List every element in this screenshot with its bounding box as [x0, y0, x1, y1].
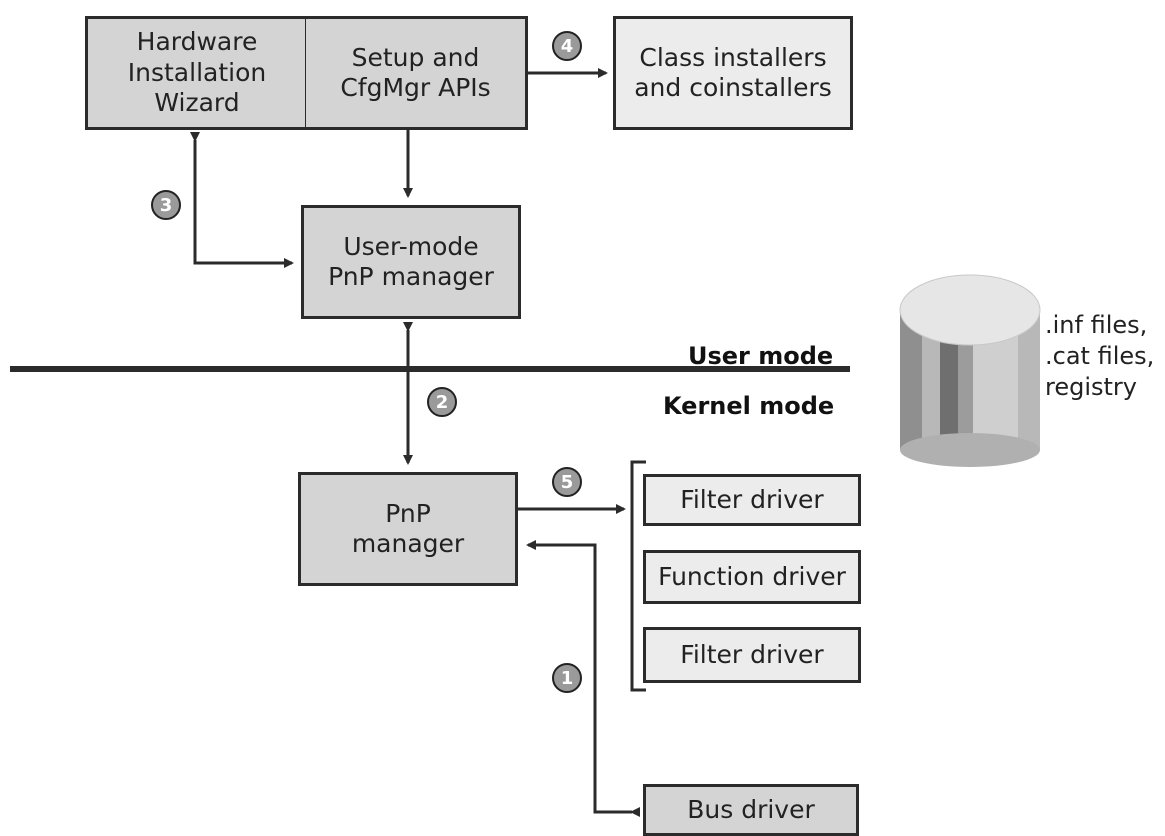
bus-driver-box: Bus driver	[643, 784, 859, 836]
function-driver-label: Function driver	[658, 561, 846, 591]
user-mode-label: User mode	[688, 342, 834, 370]
hardware-wizard-box: Hardware Installation Wizard	[85, 16, 307, 130]
step-3-badge: 3	[151, 190, 181, 220]
filter-driver-top-label: Filter driver	[680, 484, 824, 514]
arrow-bus-to-pnp	[526, 540, 640, 817]
kernel-mode-label: Kernel mode	[663, 392, 835, 420]
bus-driver-label: Bus driver	[687, 794, 815, 824]
hardware-wizard-label: Hardware Installation Wizard	[127, 27, 267, 118]
step-2-badge: 2	[427, 387, 457, 417]
pnp-manager-box: PnP manager	[298, 472, 518, 586]
filter-driver-top-box: Filter driver	[643, 474, 861, 526]
class-installers-label: Class installers and coinstallers	[634, 42, 832, 103]
filter-driver-bottom-box: Filter driver	[643, 627, 861, 683]
database-label: .inf files, .cat files, registry	[1045, 311, 1155, 402]
database-cylinder-icon	[899, 274, 1041, 467]
user-mode-pnp-label: User-mode PnP manager	[328, 231, 494, 292]
setup-apis-label: Setup and CfgMgr APIs	[340, 42, 491, 103]
filter-driver-bottom-label: Filter driver	[680, 639, 824, 669]
class-installers-box: Class installers and coinstallers	[613, 16, 853, 130]
driver-stack-bracket	[630, 460, 646, 692]
function-driver-box: Function driver	[643, 550, 861, 604]
step-4-badge: 4	[552, 31, 582, 61]
step-1-badge: 1	[552, 663, 582, 693]
arrow-wizard-usermode	[190, 132, 294, 268]
user-mode-pnp-box: User-mode PnP manager	[301, 205, 521, 319]
step-5-badge: 5	[552, 467, 582, 497]
setup-apis-box: Setup and CfgMgr APIs	[305, 16, 528, 130]
pnp-manager-label: PnP manager	[351, 498, 465, 559]
